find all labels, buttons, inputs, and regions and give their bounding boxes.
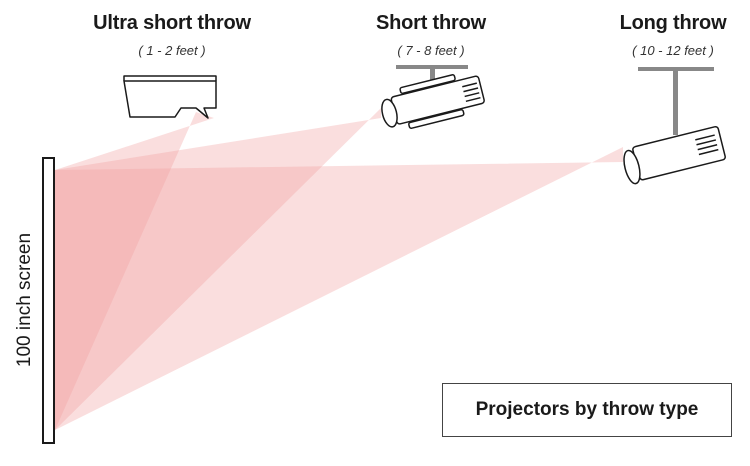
short-throw-title: Short throw [375,12,486,34]
long-throw-title: Long throw [619,12,727,34]
short-throw-lens [381,98,398,128]
ultra-short-mount-bracket [123,75,217,81]
projection-screen [42,157,55,444]
long-throw-distance: ( 10 - 12 feet ) [632,43,714,58]
long-throw-lens [623,149,641,185]
ultra-short-throw-distance: ( 1 - 2 feet ) [138,43,206,58]
ultra-short-throw-title: Ultra short throw [93,12,251,34]
ultra-short-projector-body [123,80,217,119]
legend-text: Projectors by throw type [475,399,699,420]
short-throw-top-strap [399,74,456,95]
short-throw-beam [55,108,381,430]
long-throw-mount-pole [673,69,678,135]
short-throw-bottom-strap [408,108,465,129]
long-throw-projector [623,67,726,185]
screen-label: 100 inch screen [14,232,35,368]
projection-beams [55,108,623,430]
legend-box: Projectors by throw type [442,383,732,437]
short-throw-mount-pole [430,67,435,89]
long-throw-body [632,125,726,181]
ultra-short-throw-beam [55,112,214,430]
long-throw-beam [55,147,623,430]
short-throw-projector [381,65,485,129]
short-throw-distance: ( 7 - 8 feet ) [397,43,465,58]
ultra-short-throw-projector [123,75,217,119]
